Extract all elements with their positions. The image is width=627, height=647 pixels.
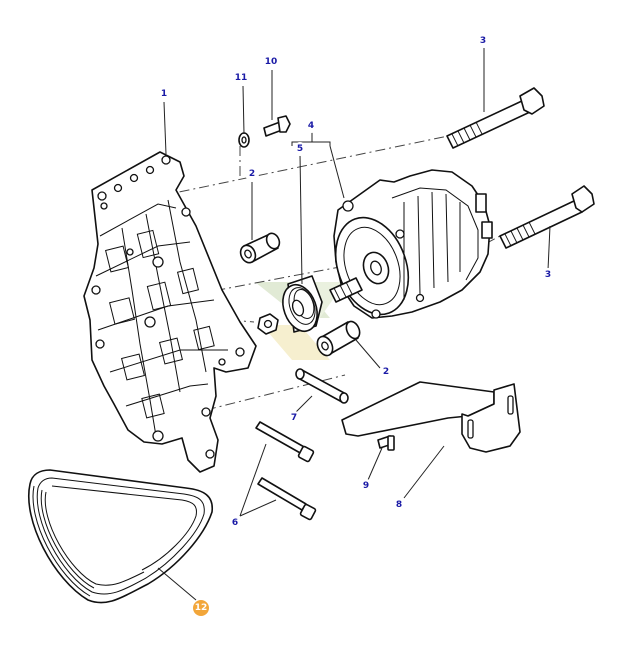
rod-lower	[257, 477, 317, 521]
callout-9: 9	[359, 479, 373, 493]
callout-10: 10	[264, 55, 278, 69]
support-bracket	[341, 381, 521, 453]
callout-2: 2	[379, 365, 393, 379]
spacer-sleeve-lower	[316, 320, 361, 357]
callout-2: 2	[245, 167, 259, 181]
pulley	[282, 275, 323, 333]
callout-8: 8	[392, 498, 406, 512]
washer	[238, 132, 250, 148]
spacer-sleeve-upper	[239, 232, 281, 264]
screw	[377, 435, 395, 451]
long-bolt-lower	[499, 185, 595, 249]
callout-11: 11	[234, 71, 248, 85]
callout-4: 4	[304, 119, 318, 133]
callout-3: 3	[476, 34, 490, 48]
mounting-bracket	[83, 151, 257, 473]
pin	[295, 368, 349, 404]
rod-upper	[255, 421, 315, 463]
leader-lines	[157, 48, 551, 601]
callout-7: 7	[287, 411, 301, 425]
long-bolt-upper	[446, 87, 545, 149]
callout-6: 6	[228, 516, 242, 530]
callout-5: 5	[293, 142, 307, 156]
drive-belt	[28, 469, 213, 604]
callout-12[interactable]: 12	[193, 600, 209, 616]
callout-3: 3	[541, 268, 555, 282]
alternator	[329, 169, 493, 319]
small-bolt	[263, 115, 291, 137]
callout-1: 1	[157, 87, 171, 101]
nut	[257, 313, 279, 335]
